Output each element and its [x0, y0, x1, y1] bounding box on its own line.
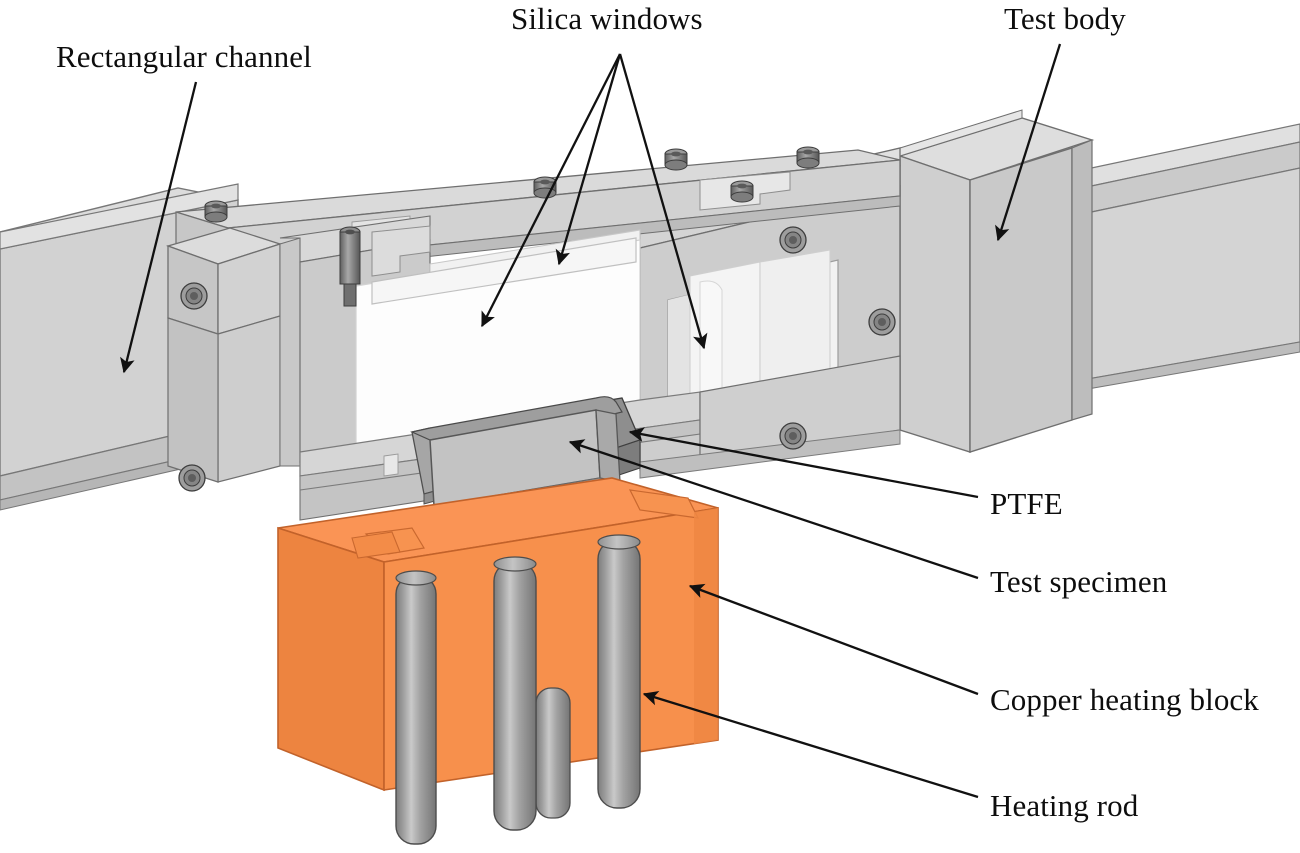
screw-side-5 [779, 422, 807, 450]
leader-test-specimen [568, 439, 979, 580]
part-test-body [897, 109, 1095, 453]
label-test-body: Test body [1004, 1, 1126, 36]
heating-rod-2 [493, 556, 537, 831]
screw-side-1 [180, 282, 208, 310]
screw-top-6 [796, 146, 820, 169]
part-heating-rod-rear [535, 687, 571, 819]
screw-side-2 [178, 464, 206, 492]
screw-side-4 [868, 308, 896, 336]
leader-copper-block [688, 583, 979, 696]
screw-top-4 [664, 148, 688, 171]
label-test-specimen: Test specimen [990, 564, 1168, 599]
screw-top-2 [339, 226, 361, 307]
leader-ptfe [628, 427, 979, 499]
fasteners [178, 146, 896, 492]
label-rectangular-channel: Rectangular channel [56, 39, 312, 74]
label-heating-rod: Heating rod [990, 788, 1139, 823]
label-copper-heating-block: Copper heating block [990, 682, 1259, 717]
screw-side-3 [779, 226, 807, 254]
leader-heating-rod [642, 690, 979, 799]
leader-rectangular-channel [120, 81, 198, 374]
label-silica-windows: Silica windows [511, 1, 703, 36]
leader-silica-3 [618, 53, 708, 350]
part-rectangular-channel-right [1081, 123, 1300, 391]
screw-top-3 [533, 176, 557, 199]
leader-test-body [995, 43, 1062, 242]
label-ptfe: PTFE [990, 486, 1063, 521]
screw-top-5 [730, 180, 754, 203]
heating-rod-3 [597, 534, 641, 809]
leader-lines [120, 43, 1062, 799]
heating-rod-1 [395, 570, 437, 845]
leader-silica-2 [555, 53, 622, 266]
part-heating-rods [395, 534, 641, 845]
leader-silica-1 [480, 53, 622, 328]
screw-top-1 [204, 200, 228, 223]
